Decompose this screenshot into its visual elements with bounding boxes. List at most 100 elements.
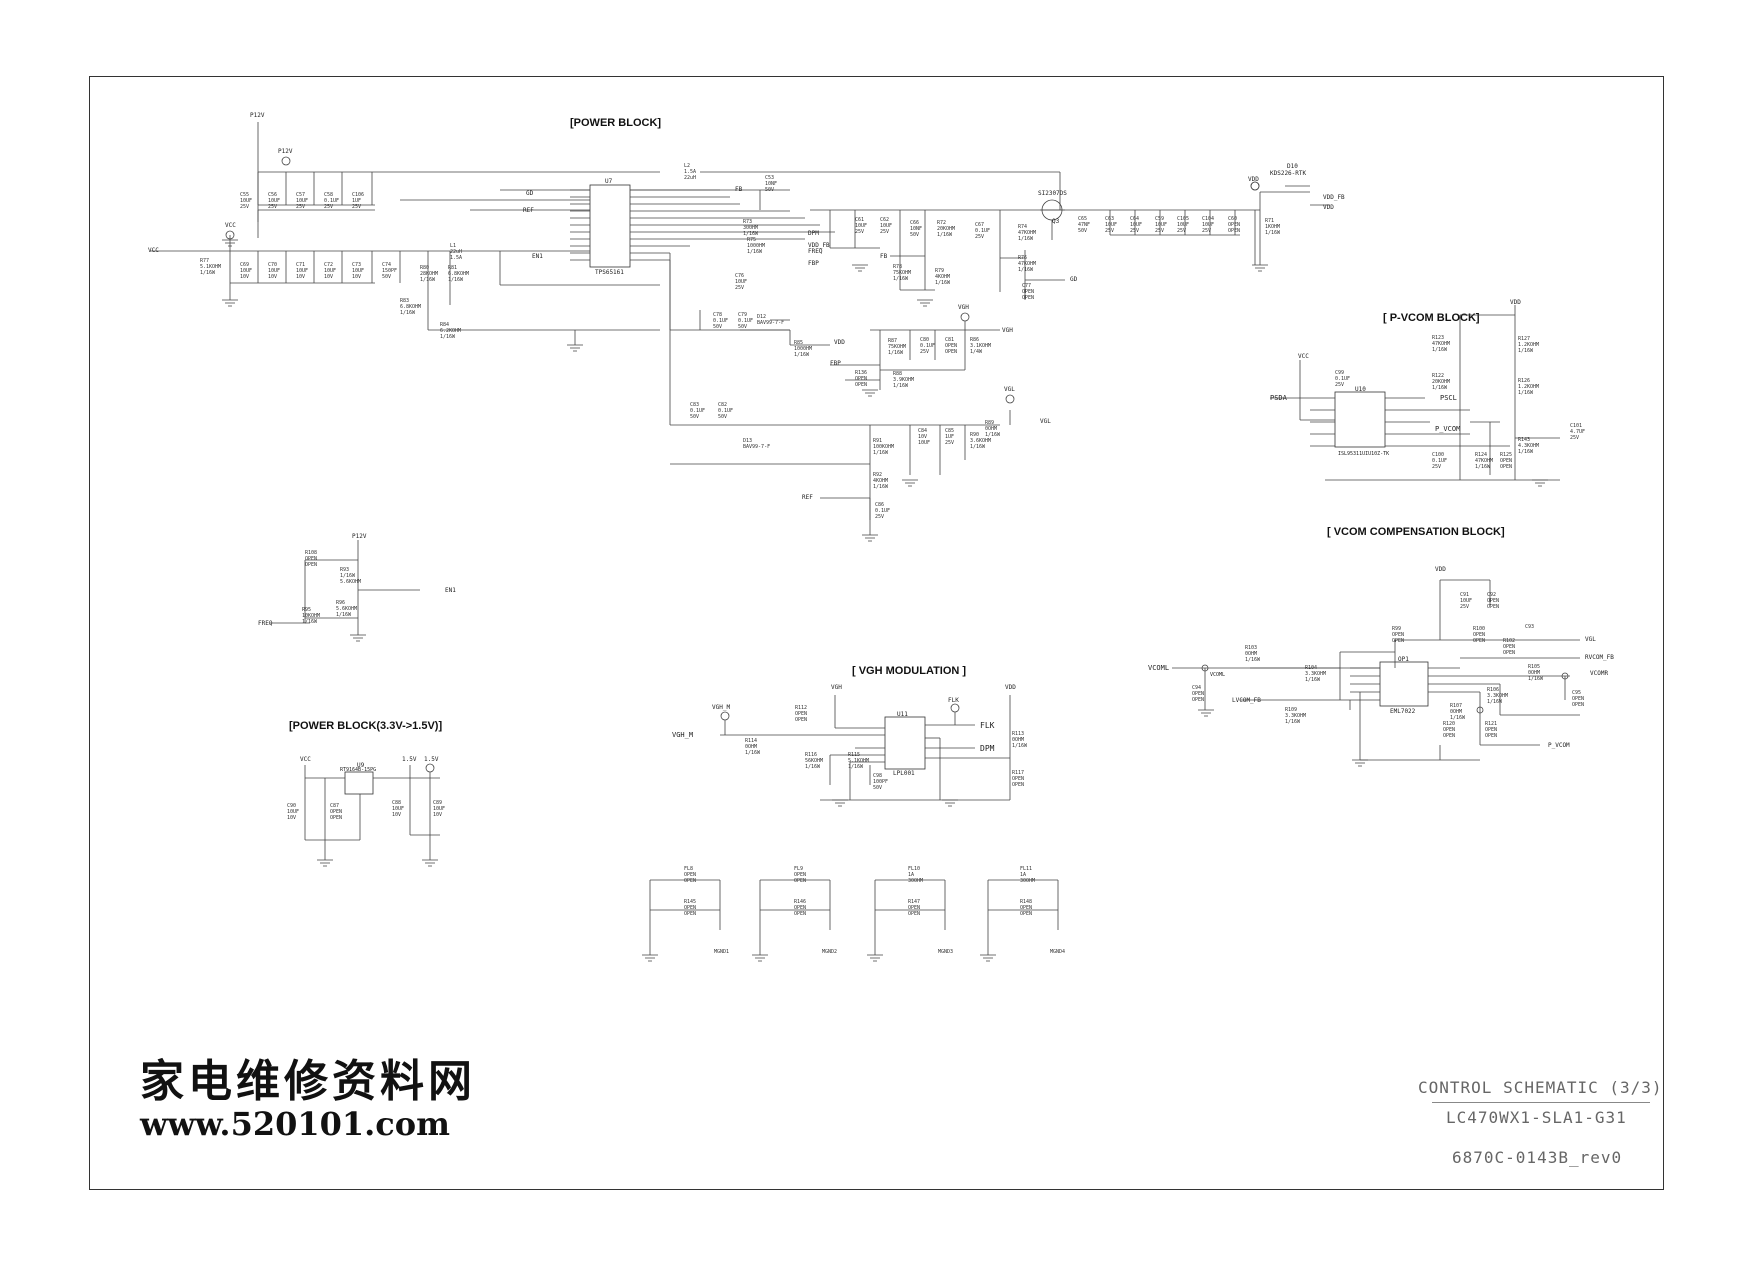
component-label-line: 50V	[718, 414, 728, 420]
component-label-line: 1/16W	[743, 231, 759, 237]
component-label-line: 1/16W	[1012, 743, 1028, 749]
component-label-line: R96	[336, 600, 346, 606]
component-label-line: 0OHM	[1528, 670, 1541, 676]
component-label-line: C85	[945, 428, 955, 434]
ic-ref-u10: U10	[1355, 386, 1366, 393]
component-label-line: R107	[1450, 703, 1463, 709]
component-label-line: 20KOHM	[937, 226, 956, 232]
component-label-line: C104	[1202, 216, 1215, 222]
component-label-line: 25V	[920, 349, 930, 355]
component-label-line: 28KOHM	[420, 271, 439, 277]
component-label-line: 25V	[1432, 464, 1442, 470]
component-label-line: R121	[1485, 721, 1498, 727]
ic-part-u7: TPS65161	[595, 269, 624, 276]
component-label-line: 25V	[855, 229, 865, 235]
component-label-line: 0OHM	[1012, 737, 1025, 743]
component-label-line: 25V	[324, 204, 334, 210]
component-label-line: 3.1KOHM	[970, 343, 992, 349]
component-label-line: 30OHM	[1020, 878, 1036, 884]
section-title-power-block-3v3-1v5: [POWER BLOCK(3.3V->1.5V)]	[289, 720, 443, 732]
component-label-line: 6.8KOHM	[400, 304, 422, 310]
component-label-line: R136	[855, 370, 868, 376]
component-label-line: OPEN	[794, 911, 807, 917]
component-label-line: 0OHM	[745, 744, 758, 750]
title-block-rule	[1432, 1102, 1650, 1103]
component-label-line: 22uH	[450, 249, 463, 255]
component-label-line: 10UF	[296, 198, 309, 204]
watermark-chinese: 家电维修资料网	[140, 1056, 476, 1107]
component-label-line: R127	[1518, 336, 1531, 342]
component-label-line: OPEN	[684, 911, 697, 917]
component-label-line: 0.1UF	[324, 198, 340, 204]
component-label-line: R76	[1018, 255, 1028, 261]
component-label-line: 1/16W	[448, 277, 464, 283]
component-label-line: R100	[1473, 626, 1486, 632]
component-label-line: 1/16W	[745, 750, 761, 756]
component-label-line: 50V	[873, 785, 883, 791]
component-label-line: C63	[1105, 216, 1115, 222]
component-label-line: 10UF	[268, 198, 281, 204]
component-label-line: C90	[287, 803, 297, 809]
component-label-line: 1/16W	[747, 249, 763, 255]
component-label-line: D12	[757, 314, 767, 320]
component-label-line: R116	[805, 752, 818, 758]
component-label-line: C73	[352, 262, 362, 268]
component-label-line: OPEN	[1392, 638, 1405, 644]
component-label-line: C81	[945, 337, 955, 343]
component-label-line: 1UF	[945, 434, 955, 440]
component-label-line: 0.1UF	[920, 343, 936, 349]
component-label-line: 1/16W	[1487, 699, 1503, 705]
component-label-line: 4.7UF	[1570, 429, 1586, 435]
component-label-line: OPEN	[1022, 295, 1035, 301]
component-label-line: R81	[448, 265, 458, 271]
component-label-line: OPEN	[1503, 644, 1516, 650]
component-label-line: OPEN	[1503, 650, 1516, 656]
component-label-line: OPEN	[1443, 727, 1456, 733]
component-label-line: OPEN	[1012, 782, 1025, 788]
component-label-line: 4KOHM	[935, 274, 951, 280]
component-label-line: FL10	[908, 866, 921, 872]
component-label-line: R125	[1500, 452, 1513, 458]
component-label-line: 50V	[765, 187, 775, 193]
component-label-line: R77	[200, 258, 210, 264]
component-label-line: 1.5A	[684, 169, 697, 175]
component-label-line: OPEN	[1020, 911, 1033, 917]
component-label-line: 0.1UF	[1432, 458, 1448, 464]
component-label-line: 0.1UF	[718, 408, 734, 414]
component-label-line: OPEN	[1012, 776, 1025, 782]
component-label-line: 1/16W	[1018, 267, 1034, 273]
component-label-line: R85	[794, 340, 804, 346]
component-label-line: 1/16W	[440, 334, 456, 340]
component-label-line: 1/16W	[888, 350, 904, 356]
component-label-line: 1000HM	[794, 346, 813, 352]
component-label-line: 10UF	[1155, 222, 1168, 228]
component-label-line: 300HM	[743, 225, 759, 231]
component-label-line: OPEN	[1485, 727, 1498, 733]
